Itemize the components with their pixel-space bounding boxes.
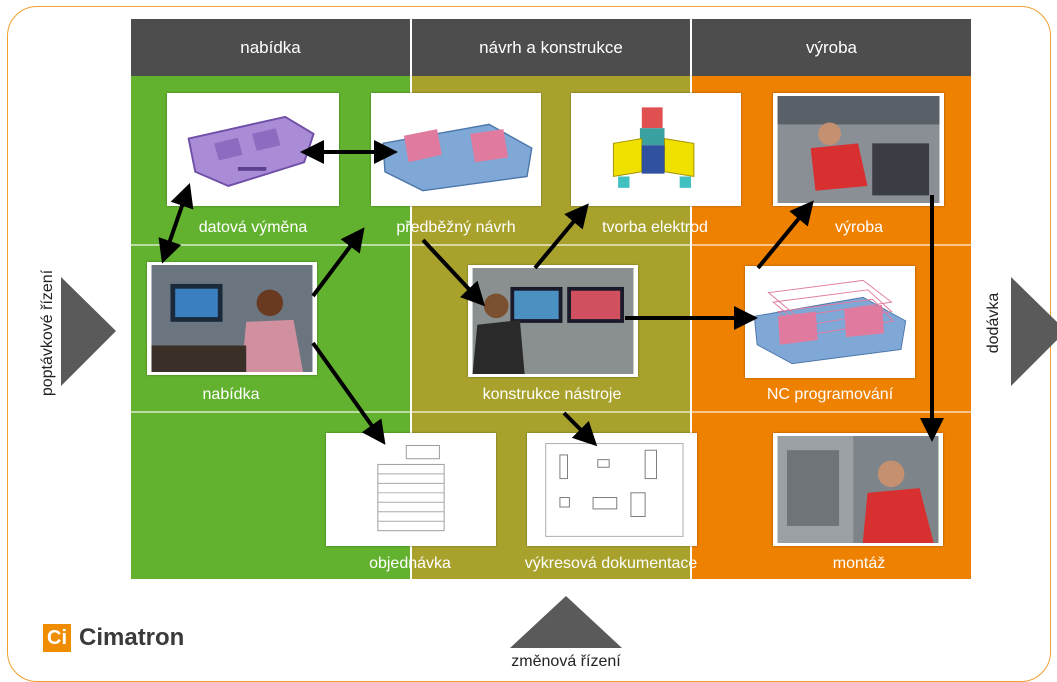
column-header-nabidka: nabídka <box>131 19 410 76</box>
order-form-icon <box>330 436 492 543</box>
label-konstrukce-nastroje: konstrukce nástroje <box>482 386 622 403</box>
nc-toolpath-icon <box>749 269 911 375</box>
label-dodavka: dodávka <box>985 292 1002 354</box>
electrode-icon <box>575 96 737 203</box>
designer-photo-icon <box>472 268 634 374</box>
logo-name: Cimatron <box>79 624 185 651</box>
label-zmenova-rizeni: změnová řízení <box>511 653 621 670</box>
column-header-vyroba: výroba <box>692 19 971 76</box>
tvorba-elektrod-image <box>571 93 741 206</box>
label-datova-vymena: datová výměna <box>198 219 308 236</box>
label-nc-programovani: NC programování <box>766 386 894 403</box>
nabidka-image <box>147 262 317 375</box>
column-divider <box>410 19 412 579</box>
column-header-navrh: návrh a konstrukce <box>412 19 690 76</box>
label-montaz: montáž <box>832 555 886 572</box>
vykresova-dokumentace-image <box>527 433 697 546</box>
logo-badge: Ci <box>43 624 71 652</box>
office-photo-icon <box>151 265 313 372</box>
output-triangle-right <box>1011 277 1057 386</box>
label-tvorba-elektrod: tvorba elektrod <box>602 219 708 236</box>
label-predbezny-navrh: předběžný návrh <box>396 219 516 236</box>
montaz-image <box>773 433 943 546</box>
assembly-photo-icon <box>777 436 939 543</box>
label-objednavka: objednávka <box>369 555 451 572</box>
label-nabidka: nabídka <box>202 386 260 403</box>
input-triangle-bottom <box>510 596 622 648</box>
mold-design-icon <box>375 96 537 203</box>
row-divider <box>131 411 971 413</box>
drawing-sheet-icon <box>531 436 693 543</box>
konstrukce-nastroje-image <box>468 265 638 377</box>
vyroba-image <box>773 93 944 206</box>
input-triangle-left <box>61 277 116 386</box>
label-poptavkove-rizeni: poptávkové řízení <box>39 269 56 397</box>
cimatron-logo: Ci Cimatron <box>43 624 184 652</box>
label-vyroba: výroba <box>834 219 884 236</box>
machining-photo-icon <box>777 96 940 203</box>
label-vykresova-dokumentace: výkresová dokumentace <box>524 555 698 572</box>
column-divider <box>690 19 692 579</box>
objednavka-image <box>326 433 496 546</box>
